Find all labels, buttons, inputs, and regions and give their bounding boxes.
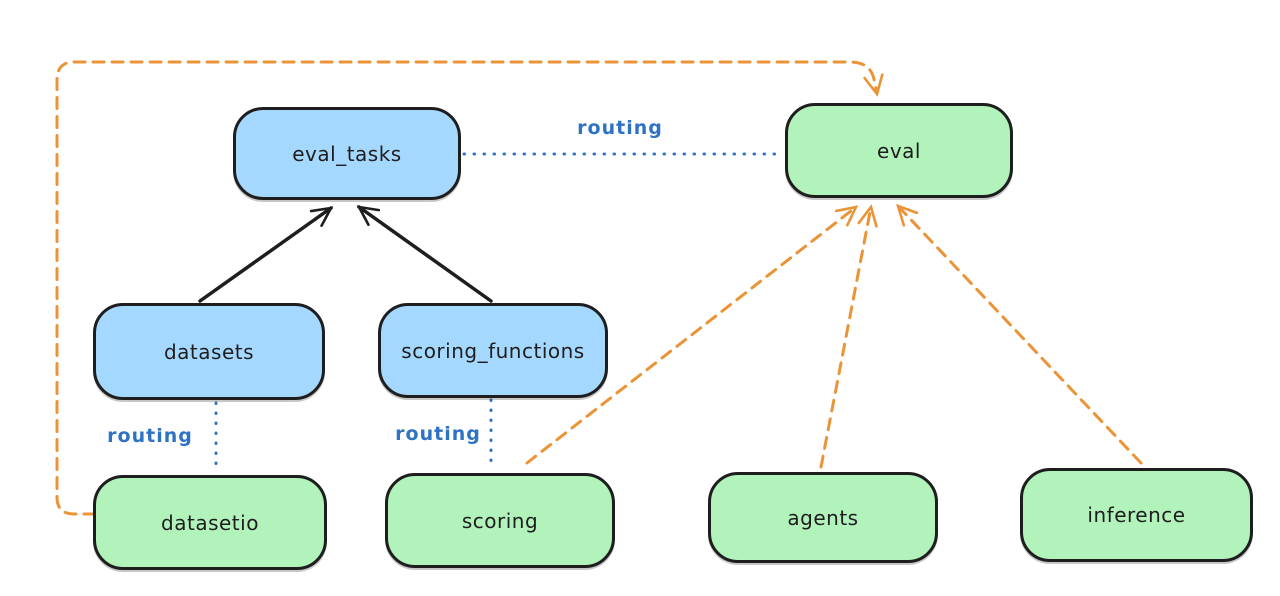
edge-datasets-evaltasks bbox=[198, 206, 334, 303]
node-scoring-label: scoring bbox=[461, 508, 539, 533]
node-eval-tasks-label: eval_tasks bbox=[292, 141, 402, 166]
node-agents: agents bbox=[708, 472, 938, 563]
node-inference-label: inference bbox=[1087, 503, 1186, 527]
node-datasets-label: datasets bbox=[163, 339, 255, 364]
edge-inference-eval bbox=[896, 203, 1143, 465]
node-datasetio: datasetio bbox=[93, 475, 327, 570]
routing-label-datasets-datasetio: routing bbox=[107, 425, 193, 447]
node-eval-tasks: eval_tasks bbox=[233, 107, 461, 200]
node-datasets: datasets bbox=[93, 303, 325, 400]
edge-datasetio-eval bbox=[55, 60, 884, 516]
node-scoring-functions: scoring_functions bbox=[378, 303, 608, 398]
routing-label-evaltasks-eval: routing bbox=[577, 117, 663, 139]
edge-agents-eval bbox=[819, 204, 878, 469]
node-scoring: scoring bbox=[385, 473, 615, 568]
node-scoring-functions-label: scoring_functions bbox=[401, 338, 585, 363]
node-datasetio-label: datasetio bbox=[161, 510, 259, 535]
node-agents-label: agents bbox=[787, 505, 859, 530]
node-eval-label: eval bbox=[877, 138, 921, 163]
edge-scoringfunctions-evaltasks bbox=[356, 205, 493, 303]
routing-label-scoringfunctions-scoring: routing bbox=[395, 423, 481, 445]
node-eval: eval bbox=[785, 103, 1013, 198]
node-inference: inference bbox=[1020, 468, 1253, 562]
edge-scoring-eval bbox=[525, 205, 859, 465]
